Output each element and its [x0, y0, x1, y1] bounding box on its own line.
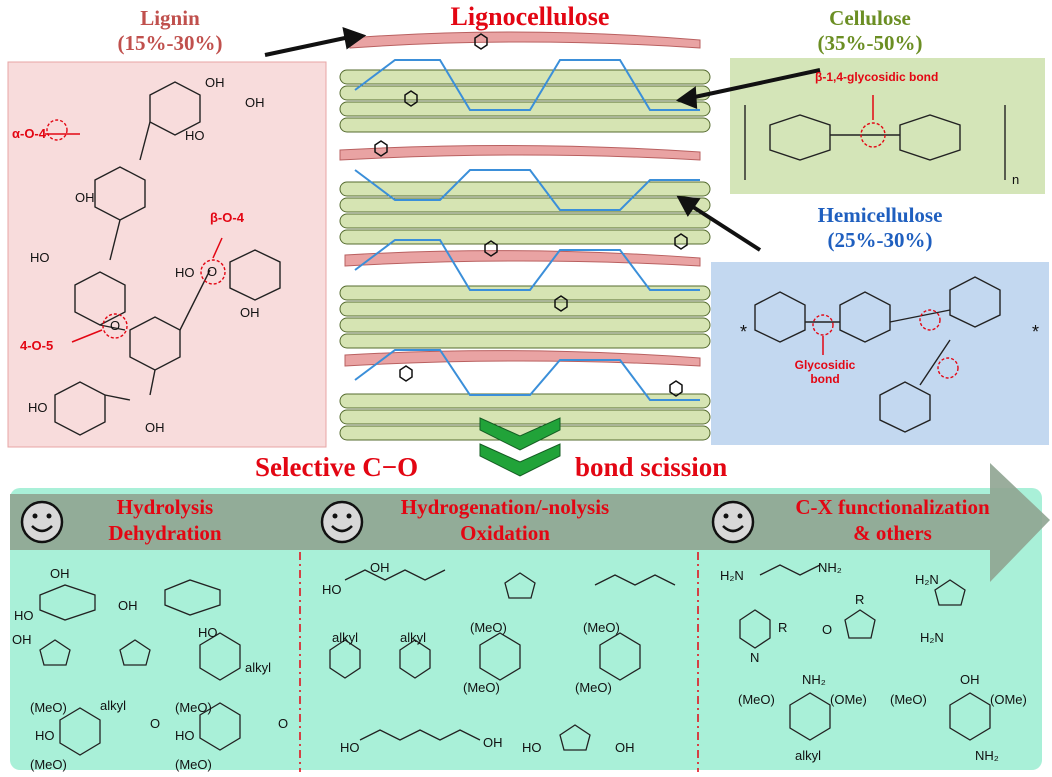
hemicellulose-name: Hemicellulose [817, 203, 943, 227]
p3-h2n-b: H₂N [915, 572, 939, 587]
p1-meo-b: (MeO) [30, 757, 67, 772]
p1-oh-a: OH [50, 566, 70, 581]
p2-ho-c: HO [522, 740, 542, 755]
chevron-down-icon [479, 417, 561, 477]
p1-ho-b: HO [198, 625, 218, 640]
p3-oh-a: OH [960, 672, 980, 687]
hemicellulose-structure [754, 276, 1001, 433]
p3-meo-a: (MeO) [738, 692, 775, 707]
p2-oh-a: OH [370, 560, 390, 575]
lignin-label: Lignin (15%-30%) [90, 6, 250, 56]
p3-n-a: N [750, 650, 760, 665]
lignin-o-2: O [110, 318, 121, 333]
category-2-line1: Hydrogenation/-nolysis [400, 495, 610, 519]
category-2-line2: Oxidation [460, 521, 550, 545]
p1-o-a: O [150, 716, 161, 731]
p2-meo-a: (MeO) [470, 620, 507, 635]
p3-h2n-c: H₂N [920, 630, 944, 645]
scission-right-text: bond scission [575, 452, 728, 482]
lignin-ho-2: HO [30, 250, 50, 265]
hemicellulose-label: Hemicellulose (25%-30%) [770, 203, 990, 253]
p1-oh-b: OH [118, 598, 138, 613]
product-panel [10, 488, 1042, 770]
smiley-icon [20, 500, 755, 544]
lignin-panel [7, 61, 327, 448]
p2-alkyl-b: alkyl [400, 630, 427, 645]
lignin-ho-3: HO [175, 265, 195, 280]
p3-ome-a: (OMe) [830, 692, 867, 707]
hemi-bond-line2: bond [810, 372, 840, 386]
p2-ho-a: HO [322, 582, 342, 597]
lignin-ho-1: HO [185, 128, 205, 143]
category-1-line2: Dehydration [108, 521, 222, 545]
hemi-bond-label: Glycosidic bond [790, 358, 860, 386]
cellulose-percent: (35%-50%) [817, 31, 923, 55]
process-arrow [10, 463, 1050, 582]
cellulose-label: Cellulose (35%-50%) [790, 6, 950, 56]
p3-alkyl-a: alkyl [795, 748, 822, 763]
lignin-oh-4: OH [240, 305, 260, 320]
p3-meo-b: (MeO) [890, 692, 927, 707]
p1-o-b: O [278, 716, 289, 731]
category-hydrolysis: Hydrolysis Dehydration [70, 494, 260, 546]
p3-ome-b: (OMe) [990, 692, 1027, 707]
hemi-star-left: * [740, 322, 748, 342]
bond-beta-o-4: β-O-4 [210, 210, 244, 225]
p1-meo-d: (MeO) [175, 757, 212, 772]
hemi-star-right: * [1032, 322, 1040, 342]
lignin-ho-4: HO [28, 400, 48, 415]
p3-r-a: R [778, 620, 788, 635]
lignin-oh-3: OH [75, 190, 95, 205]
category-cx-functionalization: C-X functionalization & others [760, 494, 1025, 546]
category-hydrogenation: Hydrogenation/-nolysis Oxidation [370, 494, 640, 546]
scission-left-text: Selective C−O [255, 452, 419, 482]
cellulose-structure [744, 105, 1006, 180]
cellulose-panel [730, 58, 1045, 194]
lignin-percent: (15%-30%) [117, 31, 223, 55]
category-1-line1: Hydrolysis [116, 495, 214, 519]
p3-r-b: R [855, 592, 865, 607]
p3-o-a: O [822, 622, 833, 637]
p2-oh-b: OH [483, 735, 503, 750]
p1-meo-a: (MeO) [30, 700, 67, 715]
p2-alkyl-a: alkyl [332, 630, 359, 645]
p1-ho-c: HO [35, 728, 55, 743]
hemicellulose-percent: (25%-30%) [827, 228, 933, 252]
p2-meo-d: (MeO) [575, 680, 612, 695]
p1-ho-a: HO [14, 608, 34, 623]
p2-ho-b: HO [340, 740, 360, 755]
category-3-line1: C-X functionalization [795, 495, 990, 519]
p2-oh-c: OH [615, 740, 635, 755]
p3-h2n-a: H₂N [720, 568, 744, 583]
bond-alpha-o-4: α-O-4 [12, 126, 46, 141]
p1-meo-c: (MeO) [175, 700, 212, 715]
bond-4-o-5: 4-O-5 [20, 338, 54, 353]
cellulose-repeat-n: n [1012, 172, 1020, 187]
p1-ho-d: HO [175, 728, 195, 743]
fiber-bundle [339, 31, 711, 441]
p2-meo-c: (MeO) [583, 620, 620, 635]
p3-nh2-a: NH₂ [818, 560, 842, 575]
lignin-oh-5: OH [145, 420, 165, 435]
p1-oh-c: OH [12, 632, 32, 647]
cellulose-name: Cellulose [829, 6, 911, 30]
lignin-structure [46, 81, 281, 436]
page-title: Lignocellulose [450, 2, 610, 31]
product-structures [39, 564, 991, 756]
p2-meo-b: (MeO) [463, 680, 500, 695]
lignin-o-1: O [207, 264, 218, 279]
lignin-oh-1: OH [205, 75, 225, 90]
hemi-bond-line1: Glycosidic [794, 358, 856, 372]
p3-nh2-c: NH₂ [975, 748, 999, 763]
p1-alkyl-b: alkyl [100, 698, 127, 713]
cellulose-bond-label: β-1,4-glycosidic bond [815, 70, 939, 84]
p3-nh2-b: NH₂ [802, 672, 826, 687]
p1-alkyl-a: alkyl [245, 660, 272, 675]
lignin-oh-2: OH [245, 95, 265, 110]
lignin-name: Lignin [140, 6, 200, 30]
category-3-line2: & others [853, 521, 932, 545]
